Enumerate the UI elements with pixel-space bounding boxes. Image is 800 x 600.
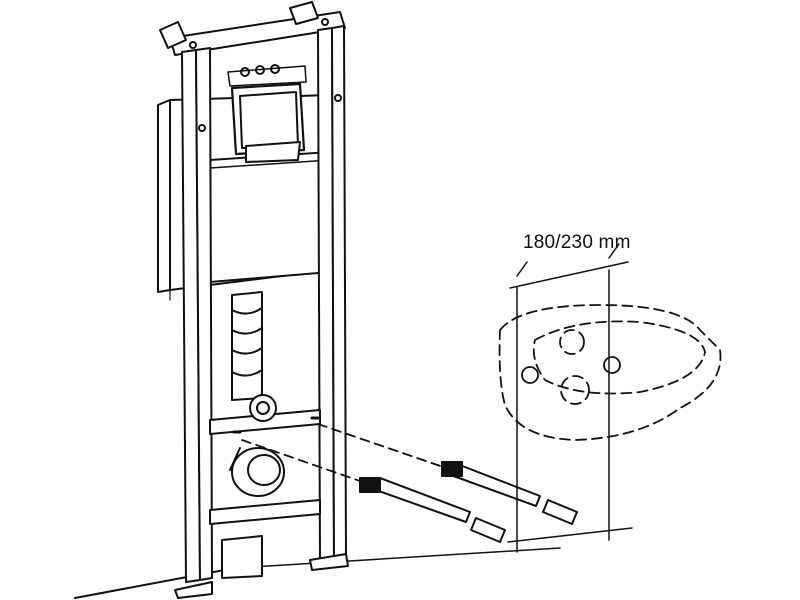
drain-elbow [221,291,285,579]
floor-line [74,547,561,599]
dimension-label: 180/230 mm [523,232,631,253]
installation-frame [159,1,349,599]
bolt-sleeves [470,499,578,543]
dimension-lines [507,243,633,553]
wall-hung-bowl [498,304,722,441]
